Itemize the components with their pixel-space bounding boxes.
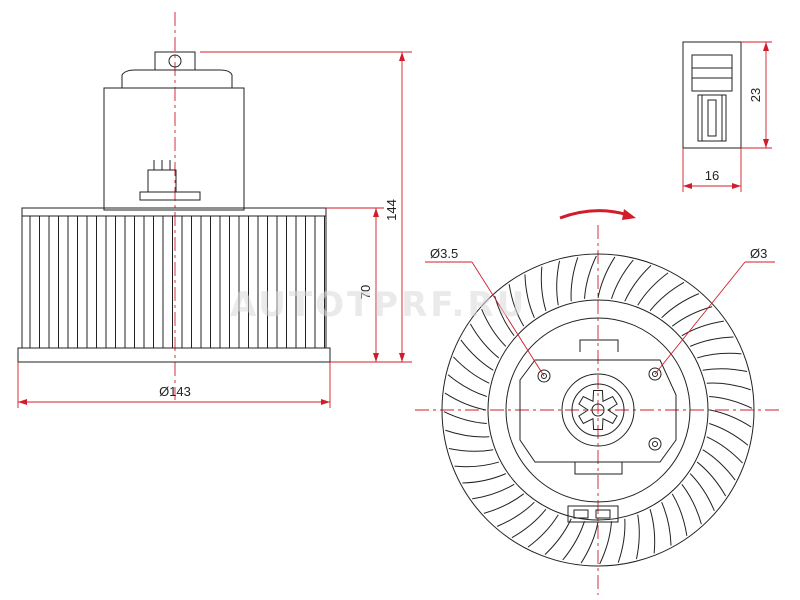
- callout-hole-right: Ø3: [654, 246, 775, 375]
- label-height-total: 144: [384, 199, 399, 221]
- wheel-blade: [472, 483, 515, 500]
- impeller-top-rim: [21, 207, 327, 217]
- wheel-blade: [448, 447, 494, 452]
- label-connector-width: 16: [705, 168, 719, 183]
- wheel-blade: [444, 392, 487, 411]
- label-diameter: Ø143: [159, 384, 191, 399]
- wheel-blade: [460, 339, 494, 371]
- hub-outer: [561, 373, 635, 447]
- dimension-connector-height: 23: [741, 41, 772, 149]
- wheel-outer-rim: [441, 253, 755, 567]
- wheel-connector: [567, 505, 619, 523]
- motor-flange: [519, 359, 677, 463]
- flange-clip-top: [579, 339, 619, 352]
- label-hole-left: Ø3.5: [430, 246, 458, 261]
- wheel-blade: [696, 461, 727, 497]
- wheel-blade: [544, 518, 572, 555]
- wheel-blade: [597, 256, 616, 299]
- dimension-height-impeller: 70: [326, 207, 384, 362]
- wheel-blade: [681, 483, 702, 525]
- dimension-connector-width: 16: [682, 148, 742, 192]
- connector-socket: [697, 94, 727, 142]
- wheel-blade: [462, 473, 507, 484]
- wheel-blade: [524, 274, 535, 319]
- wheel-blade: [637, 272, 669, 306]
- wheel-blade: [671, 493, 688, 536]
- wheel-blade: [454, 461, 499, 468]
- wheel-blade: [709, 423, 749, 446]
- motor-body: [103, 87, 245, 211]
- wheel-blade: [511, 508, 547, 539]
- watermark: AUTOTPRF.RU: [230, 285, 527, 325]
- wheel-blade: [496, 501, 535, 527]
- wheel-blade: [447, 374, 487, 397]
- motor-cap: [121, 69, 233, 88]
- wheel-blade: [611, 259, 634, 299]
- mounting-hole-left: [537, 369, 551, 383]
- wheel-blade: [706, 382, 751, 391]
- wheel-blade: [483, 493, 525, 514]
- wheel-blade: [709, 409, 752, 428]
- hub-inner: [571, 383, 625, 437]
- wheel-blade: [599, 521, 612, 565]
- wheel-blade: [556, 260, 561, 306]
- callout-hole-left: Ø3.5: [425, 246, 545, 377]
- wheel-blade: [671, 306, 713, 327]
- flange-clip-bottom: [574, 462, 623, 475]
- label-hole-right: Ø3: [750, 246, 767, 261]
- wheel-inner-rim: [487, 299, 709, 521]
- front-view: Ø3.5 Ø3: [415, 209, 780, 595]
- hub-star: [578, 390, 618, 430]
- wheel-blade: [681, 320, 724, 337]
- rotation-arrow: [559, 209, 629, 220]
- wheel-blade: [453, 356, 490, 384]
- motor-connector: [147, 169, 177, 193]
- wheel-blade: [689, 336, 734, 347]
- dimension-diameter: Ø143: [17, 362, 331, 408]
- dimension-height-total: 144: [200, 51, 412, 363]
- wheel-blade: [527, 514, 559, 548]
- wheel-blade: [540, 266, 547, 311]
- wheel-blade: [661, 501, 672, 546]
- wheel-blade: [697, 352, 742, 359]
- mounting-hole-bottom: [648, 437, 662, 451]
- mounting-hole-right: [648, 367, 662, 381]
- label-height-impeller: 70: [358, 285, 373, 299]
- wheel-blade: [508, 284, 525, 327]
- wheel-blade: [709, 396, 753, 409]
- wheel-blade: [443, 411, 487, 424]
- side-view: 144 70 Ø143: [17, 12, 412, 408]
- wheel-blade: [706, 436, 743, 464]
- wheel-blade: [580, 521, 599, 564]
- wheel-blade: [584, 255, 597, 299]
- label-connector-height: 23: [748, 88, 763, 102]
- impeller-blade-lines: [29, 216, 325, 348]
- hub-star-shape: [578, 390, 618, 430]
- wheel-blade: [481, 308, 507, 347]
- wheel-blade: [689, 473, 715, 512]
- shaft: [591, 403, 605, 417]
- connector-latch: [691, 54, 733, 92]
- connector-housing: [682, 41, 742, 149]
- wheel-blade: [624, 265, 652, 302]
- rotation-arrowhead: [622, 209, 636, 220]
- wheel-blade: [469, 323, 500, 359]
- wheel-blade: [445, 429, 490, 438]
- connector-view: 23 16: [682, 41, 772, 192]
- motor-shaft-cap: [168, 54, 182, 68]
- hub-plate: [505, 317, 691, 503]
- wheel-blade: [635, 514, 640, 560]
- wheel-blade: [649, 281, 685, 312]
- wheel-blade: [702, 368, 748, 373]
- wheel-blade: [661, 293, 700, 319]
- wheel-blade: [570, 257, 579, 302]
- wheel-blades: [443, 255, 753, 565]
- connector-pin: [707, 99, 717, 137]
- wheel-blade: [649, 509, 656, 554]
- wheel-blade: [617, 518, 626, 563]
- wheel-blade: [562, 521, 585, 561]
- wheel-blade: [702, 449, 736, 481]
- impeller-bottom-ring: [17, 347, 331, 363]
